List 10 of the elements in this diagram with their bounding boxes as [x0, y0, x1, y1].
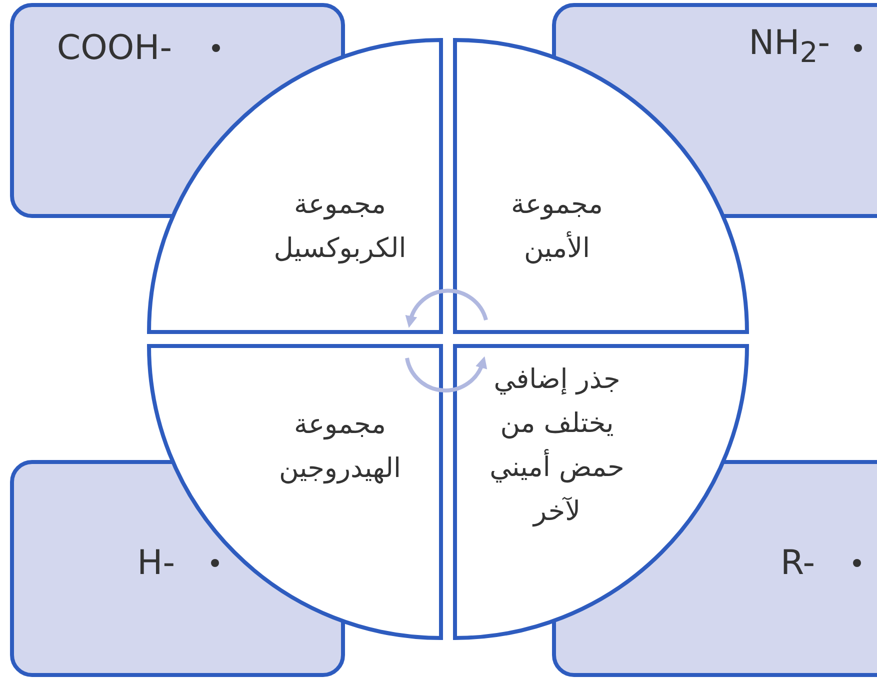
- group-formula: NH$_{2}$-: [748, 23, 830, 71]
- group-formula: COOH-: [56, 28, 172, 68]
- curved-arrow: [405, 356, 487, 392]
- group-formula: R-: [780, 543, 815, 583]
- group-label: مجموعة الهيدروجين: [278, 408, 402, 486]
- group-label: جذر إضافي يختلف من حمض أميني لآخر: [488, 363, 626, 529]
- group-label: مجموعة الكربوكسيل: [272, 188, 408, 266]
- curved-arrow: [406, 288, 488, 328]
- group-formula: H-: [137, 543, 175, 583]
- group-label: مجموعة الأمين: [510, 188, 604, 266]
